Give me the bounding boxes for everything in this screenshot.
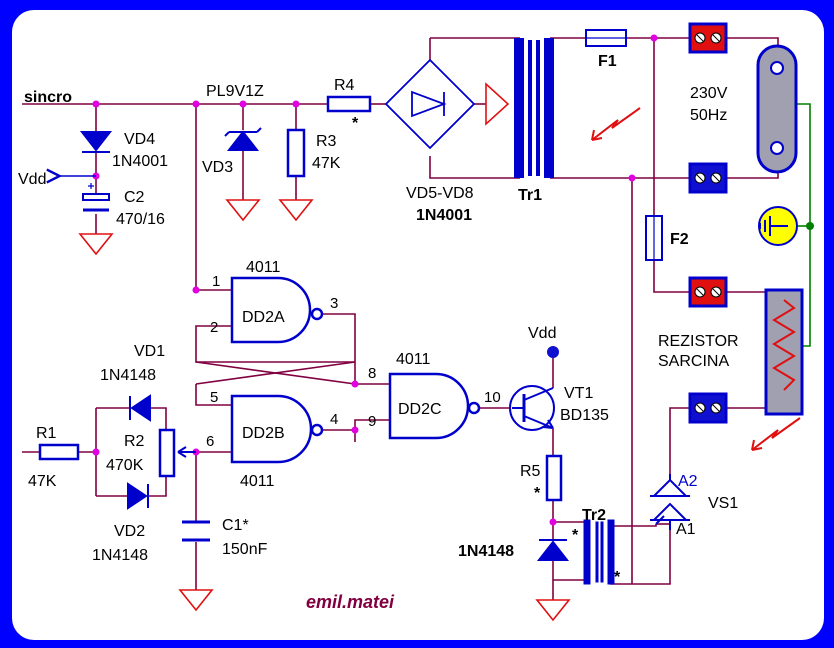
nand-gate-dd2a xyxy=(230,276,324,344)
r3-resistor xyxy=(286,128,306,178)
label-bridge-ref: VD5-VD8 xyxy=(406,185,474,202)
label-vd1-ref: VD1 xyxy=(134,343,165,360)
label-vt1-ref: VT1 xyxy=(564,385,593,402)
label-load-line2: SARCINA xyxy=(658,353,729,370)
junction-nodes xyxy=(92,34,658,526)
tr2-transformer xyxy=(583,519,615,585)
label-dd2b: DD2B xyxy=(242,425,285,442)
vd4-diode xyxy=(79,131,113,153)
vd2-diode xyxy=(127,482,149,510)
label-vs1-a2: A2 xyxy=(678,473,698,490)
nand-gate-dd2b xyxy=(230,394,324,464)
pin-3: 3 xyxy=(330,295,338,312)
vs1-triac xyxy=(650,474,690,530)
label-r2-value: 470K xyxy=(106,457,144,474)
mains-plug xyxy=(756,44,798,174)
tr1-transformer xyxy=(514,38,554,178)
label-f1: F1 xyxy=(598,53,617,70)
label-vt1-value: BD135 xyxy=(560,407,609,424)
bridge-output-triangle xyxy=(485,82,510,126)
pin-6: 6 xyxy=(206,433,214,450)
author-signature: emil.matei xyxy=(306,592,395,612)
vd3-zener xyxy=(224,127,262,151)
label-sincro: sincro xyxy=(24,89,72,106)
label-bottom-diode: 1N4148 xyxy=(458,543,514,560)
label-vdd-top: Vdd xyxy=(528,325,556,342)
label-tr2-star-a: * xyxy=(572,527,579,544)
label-f2: F2 xyxy=(670,231,689,248)
label-r2-ref: R2 xyxy=(124,433,145,450)
label-r4-ref: R4 xyxy=(334,77,355,94)
label-load-line1: REZISTOR xyxy=(658,333,739,350)
label-c2-value: 470/16 xyxy=(116,211,165,228)
label-vs1-a1: A1 xyxy=(676,521,696,538)
nand-gate-dd2c xyxy=(388,372,481,440)
label-r1-value: 47K xyxy=(28,473,57,490)
label-c1-value: 150nF xyxy=(222,541,268,558)
label-vd1-value: 1N4148 xyxy=(100,367,156,384)
hazard-arrows xyxy=(591,107,801,451)
label-r1-ref: R1 xyxy=(36,425,57,442)
label-tr2-star-b: * xyxy=(614,569,621,586)
label-vd4-ref: VD4 xyxy=(124,131,155,148)
label-ic-dd2c-type: 4011 xyxy=(396,351,431,368)
label-tr2: Tr2 xyxy=(582,507,606,524)
pin-8: 8 xyxy=(368,365,376,382)
label-vdd-left: Vdd xyxy=(18,171,46,188)
pin-4: 4 xyxy=(330,411,338,428)
bottom-diode xyxy=(536,539,570,561)
schematic-sheet xyxy=(12,10,824,640)
r1-resistor xyxy=(38,443,80,461)
label-mains-frequency: 50Hz xyxy=(690,107,727,124)
pin-1: 1 xyxy=(212,273,220,290)
terminal-block-mains-bottom xyxy=(688,162,728,194)
label-bridge-value: 1N4001 xyxy=(416,207,472,224)
label-vd4-value: 1N4001 xyxy=(112,153,168,170)
label-vd2-ref: VD2 xyxy=(114,523,145,540)
label-vd2-value: 1N4148 xyxy=(92,547,148,564)
earth-icon xyxy=(758,206,798,246)
load-resistor xyxy=(764,288,804,416)
vdd-terminal xyxy=(547,346,559,358)
c2-capacitor xyxy=(82,183,110,212)
label-r5-star: * xyxy=(534,485,541,502)
r5-resistor xyxy=(545,454,563,502)
terminal-block-load-top xyxy=(688,276,728,308)
r2-potentiometer xyxy=(158,428,196,478)
pin-9: 9 xyxy=(368,413,376,430)
c1-capacitor xyxy=(182,520,210,542)
label-r3-value: 47K xyxy=(312,155,341,172)
wires xyxy=(22,37,785,600)
label-vd3-ref: VD3 xyxy=(202,159,233,176)
r4-resistor xyxy=(326,95,372,113)
label-vd3-value: PL9V1Z xyxy=(206,83,264,100)
label-r3-ref: R3 xyxy=(316,133,337,150)
terminal-block-mains-top xyxy=(688,22,728,54)
pin-5: 5 xyxy=(210,389,218,406)
label-tr1: Tr1 xyxy=(518,187,542,204)
label-dd2a: DD2A xyxy=(242,309,285,326)
label-mains-voltage: 230V xyxy=(690,85,728,102)
terminal-block-load-bottom xyxy=(688,392,728,424)
label-r4-star: * xyxy=(352,115,359,132)
label-r5-ref: R5 xyxy=(520,463,541,480)
label-ic-dd2b-type: 4011 xyxy=(240,473,275,490)
label-c2-ref: C2 xyxy=(124,189,145,206)
label-ic-dd2a-type: 4011 xyxy=(246,259,281,276)
label-dd2c: DD2C xyxy=(398,401,442,418)
pin-10: 10 xyxy=(484,389,501,406)
f1-fuse xyxy=(585,29,627,47)
pin-2: 2 xyxy=(210,319,218,336)
vt1-transistor xyxy=(509,385,555,431)
label-c1-ref: C1* xyxy=(222,517,249,534)
vd1-diode xyxy=(129,394,151,422)
earth-node xyxy=(806,222,814,230)
label-vs1-ref: VS1 xyxy=(708,495,738,512)
f2-fuse xyxy=(645,215,663,261)
ground-symbols xyxy=(78,199,571,622)
bridge-rectifier xyxy=(384,58,476,150)
